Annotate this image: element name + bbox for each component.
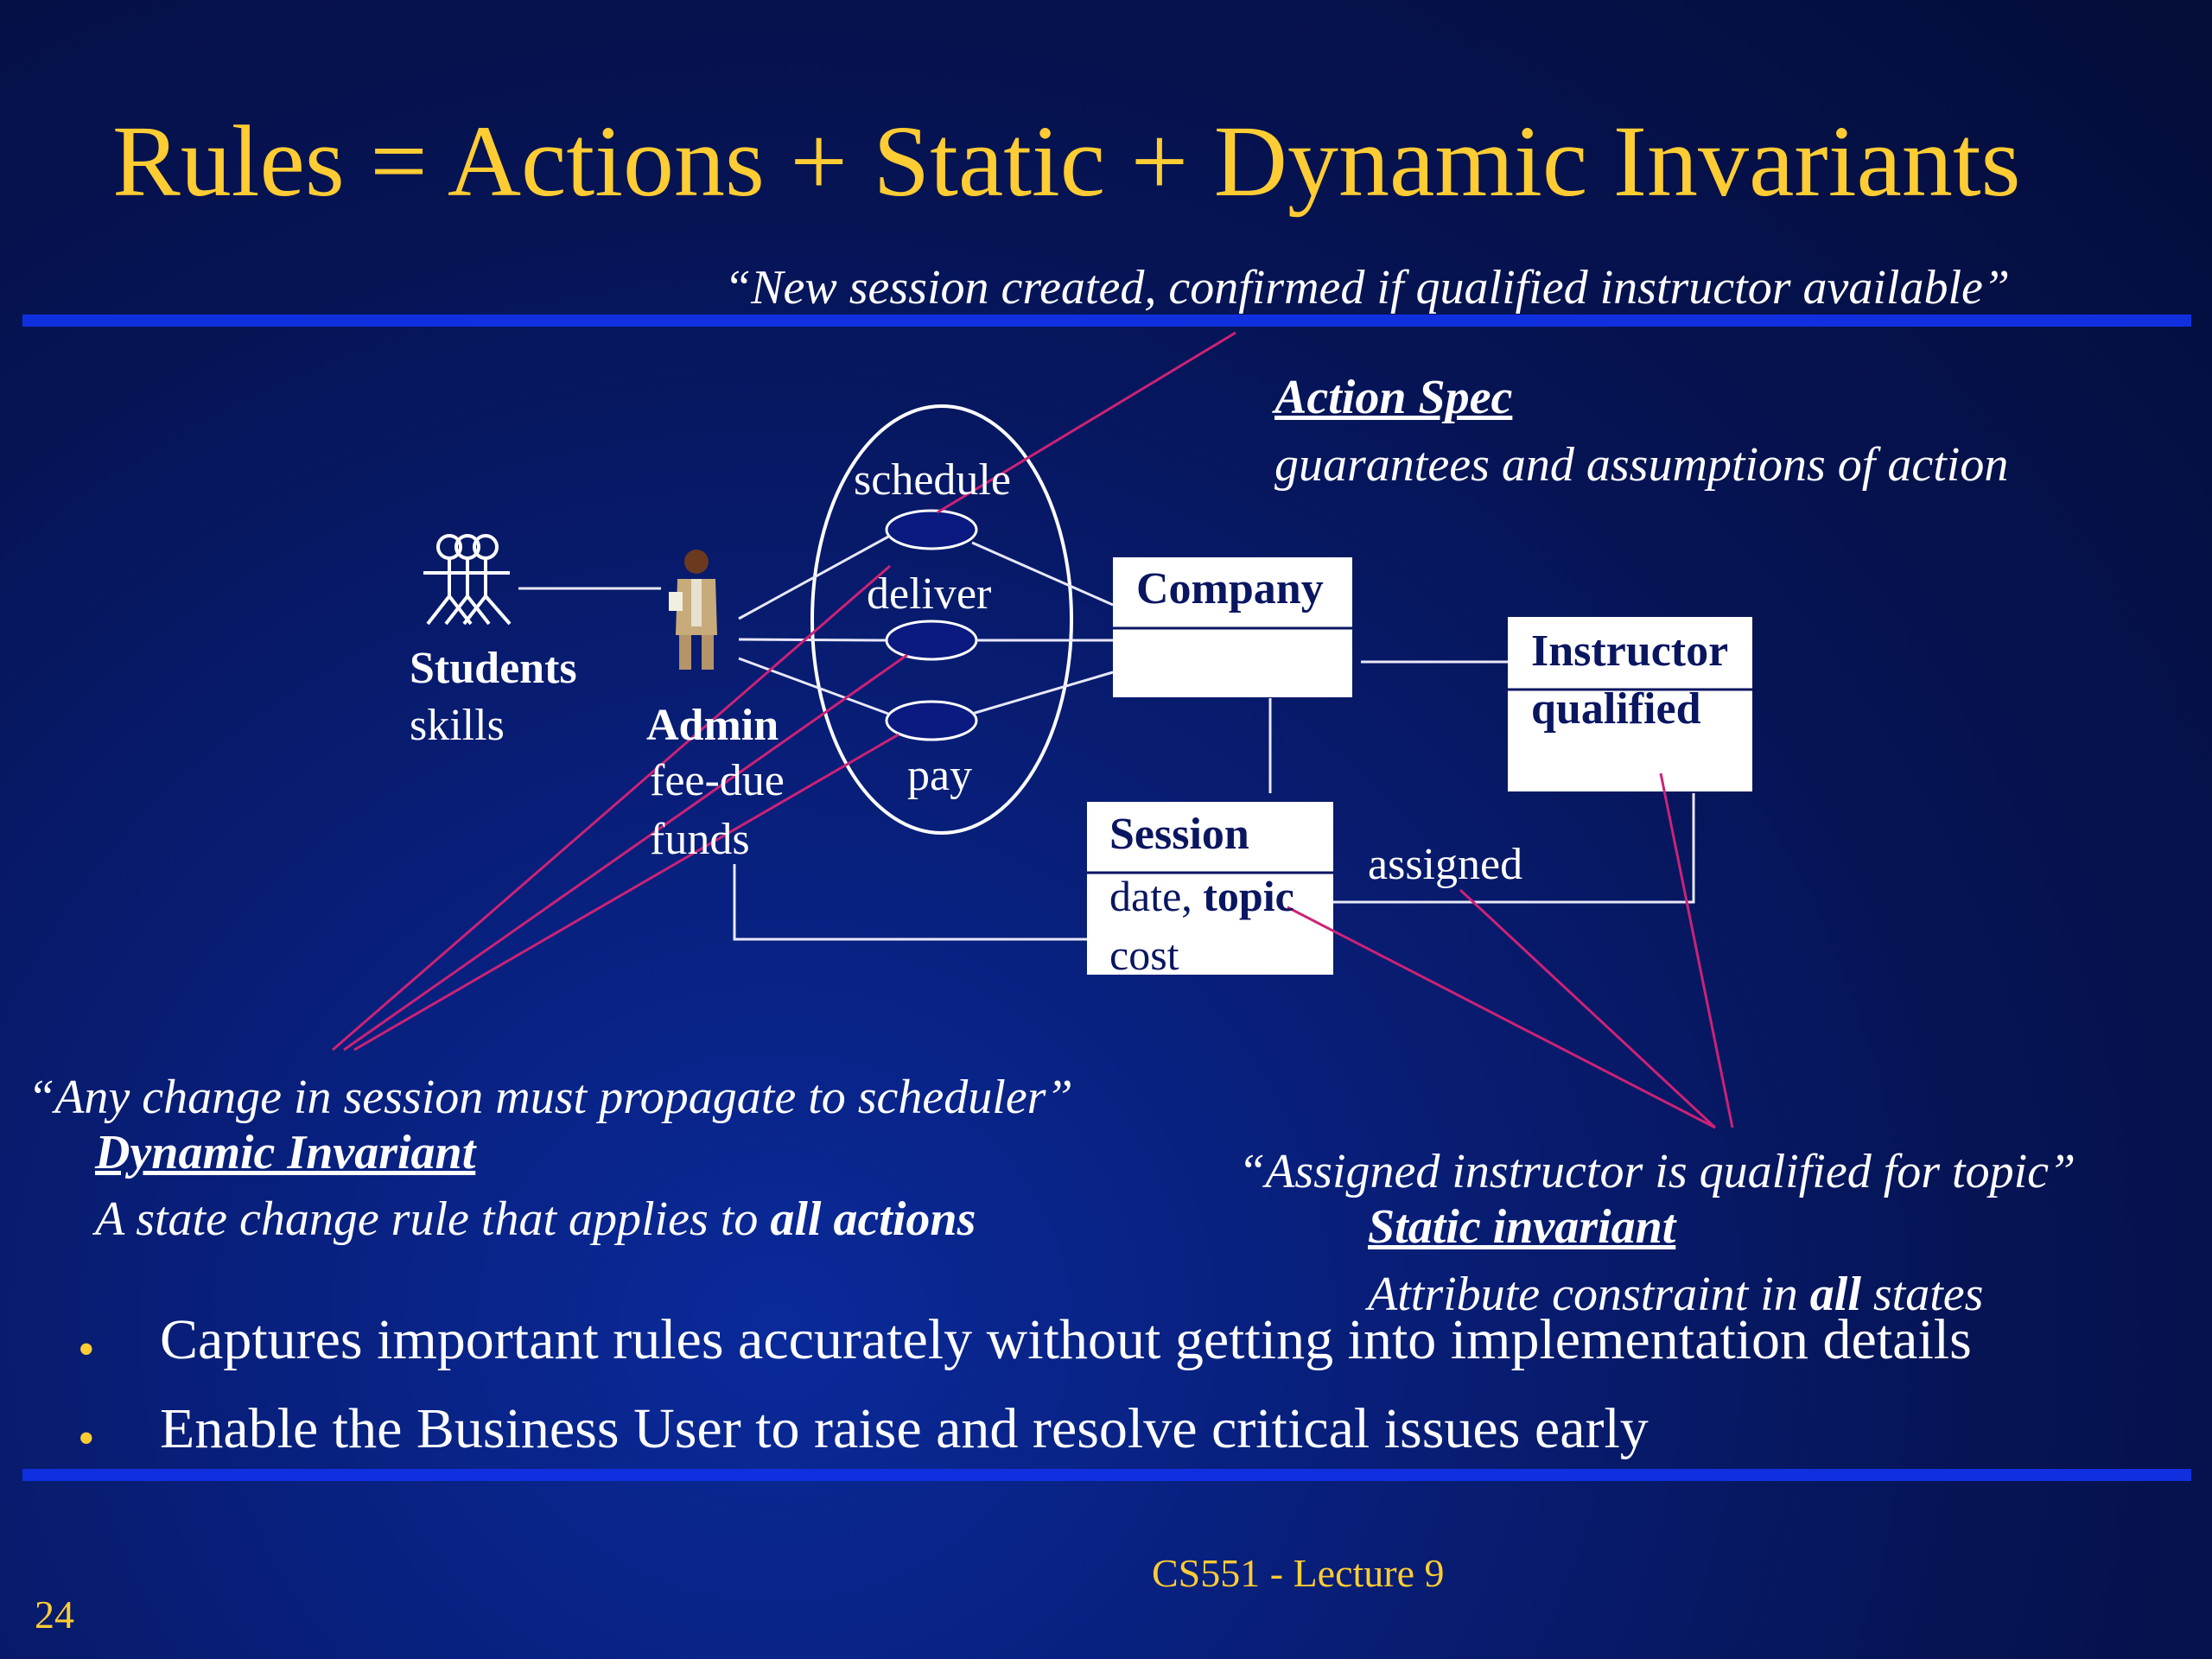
action-spec-heading: Action Spec [1274,371,1513,424]
session-class-name: Session [1109,810,1249,859]
pointer-lines [332,331,1734,1129]
company-class-name: Company [1136,564,1324,613]
static-invariant-heading: Static invariant [1368,1200,1676,1254]
admin-actor-attr-fee-due: fee-due [650,756,785,805]
bullet-item: Captures important rules accurately with… [160,1308,1972,1371]
dynamic-invariant-description: A state change rule that applies to all … [95,1192,976,1246]
pay-use-case-oval [885,700,978,741]
course-footer: CS551 - Lecture 9 [1152,1551,1445,1595]
bullet-marker: • [78,1412,95,1465]
dynamic-invariant-heading: Dynamic Invariant [95,1126,476,1179]
action-spec-description: guarantees and assumptions of action [1274,438,2009,492]
slide-number: 24 [35,1592,74,1637]
association-lines [518,534,1695,941]
students-actor-icon [423,534,512,626]
schedule-use-case-oval [885,509,978,550]
slide-title: Rules = Actions + Static + Dynamic Invar… [112,105,2021,218]
instructor-class-box [1508,617,1752,791]
deliver-use-case-oval [885,620,978,661]
instructor-class-attr: qualified [1531,684,1701,734]
students-actor-attr: skills [410,701,505,750]
static-invariant-quote: “Assigned instructor is qualified for to… [1238,1145,2076,1198]
action-spec-quote: “New session created, confirmed if quali… [724,261,2011,315]
static-invariant-description: Attribute constraint in all states [1368,1268,1984,1321]
bottom-divider [22,1469,2191,1481]
instructor-class-name: Instructor [1531,626,1729,676]
deliver-use-case-label: deliver [867,569,992,619]
bullet-marker: • [78,1323,95,1376]
use-case-boundary [810,404,1073,835]
session-class-attr-cost: cost [1109,931,1179,979]
top-divider [22,315,2191,327]
dynamic-invariant-quote: “Any change in session must propagate to… [28,1071,1073,1124]
admin-actor-name: Admin [646,701,779,750]
session-class-attr: date, topic [1109,872,1294,920]
students-actor-name: Students [410,644,577,693]
schedule-use-case-label: schedule [854,455,1011,505]
admin-actor-attr-funds: funds [650,815,750,864]
pay-use-case-label: pay [907,751,973,800]
bullet-item: Enable the Business User to raise and re… [160,1397,1649,1460]
session-class-box [1087,802,1333,975]
admin-person-icon [669,550,717,670]
assigned-association-label: assigned [1368,840,1523,889]
